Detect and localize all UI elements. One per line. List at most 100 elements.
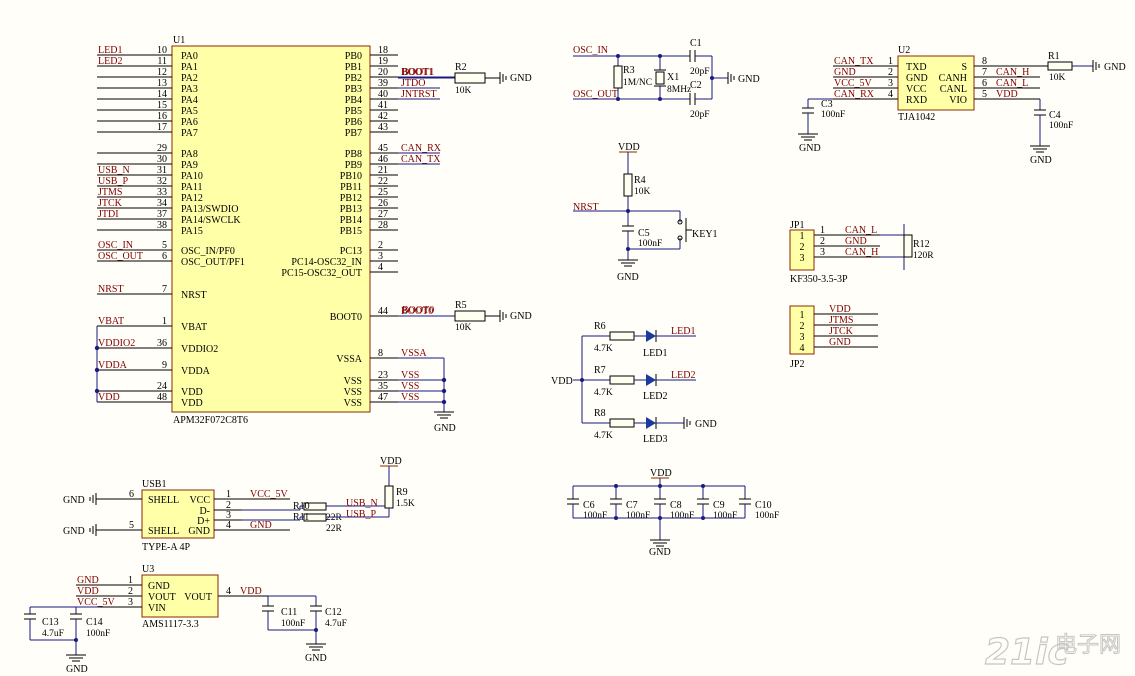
pin-name: PB0 bbox=[345, 51, 362, 62]
pin-number: 47 bbox=[378, 392, 388, 403]
r3-ref: R3 bbox=[623, 65, 635, 76]
u3-part: AMS1117-3.3 bbox=[142, 619, 199, 630]
pin-number: 5 bbox=[162, 240, 167, 251]
pin-name: PA10 bbox=[181, 171, 203, 182]
c1-value: 20pF bbox=[690, 67, 710, 77]
u2-ref: U2 bbox=[898, 45, 910, 56]
pin-number: 3 bbox=[128, 597, 133, 608]
net-label: CAN_RX bbox=[834, 89, 875, 100]
pin-number: 1 bbox=[888, 56, 893, 67]
pin-number: 48 bbox=[157, 392, 167, 403]
jp1-part: KF350-3.5-3P bbox=[790, 274, 848, 285]
pin-name: GND bbox=[188, 526, 210, 537]
pin-name: PA15 bbox=[181, 226, 203, 237]
pin-number: 6 bbox=[129, 489, 134, 500]
gnd-label: GND bbox=[799, 143, 821, 154]
pin-number: 29 bbox=[157, 143, 167, 154]
u2-part: TJA1042 bbox=[898, 112, 935, 123]
decoupling-caps: VDD C6100nFC7100nFC8100nFC9100nFC10100nF… bbox=[567, 468, 779, 558]
pin-number: 21 bbox=[378, 165, 388, 176]
pin-name: VSS bbox=[344, 387, 362, 398]
net-label: VSS bbox=[401, 381, 419, 392]
pin-number: 31 bbox=[157, 165, 167, 176]
watermark-logo: 21ic 电子网 bbox=[984, 631, 1121, 673]
net-label: VBAT bbox=[98, 316, 124, 327]
r5-value: 10K bbox=[455, 323, 472, 333]
pin-name: 1 bbox=[800, 231, 805, 242]
gnd-label: GND bbox=[434, 423, 456, 434]
pin-number: 28 bbox=[378, 220, 388, 231]
gnd-label: GND bbox=[649, 547, 671, 558]
vss-ground-bus: GND bbox=[398, 357, 456, 434]
pin-name: PB3 bbox=[345, 84, 362, 95]
pin-name: PA13/SWDIO bbox=[181, 204, 238, 215]
pin-name: CANL bbox=[940, 84, 967, 95]
c14-value: 100nF bbox=[86, 629, 110, 639]
net-label: VDD bbox=[996, 89, 1018, 100]
r12-body bbox=[903, 234, 913, 258]
pin-name: PA12 bbox=[181, 193, 203, 204]
led-circuit: VDD R6 4.7K LED1 LED1 R7 4.7K LED2 LED2 … bbox=[551, 321, 717, 445]
pin-number: 7 bbox=[982, 67, 987, 78]
net-led2: LED2 bbox=[671, 370, 695, 381]
pin-name: PB14 bbox=[340, 215, 362, 226]
usb1-connector: USB1 6SHELLGND5SHELLGND1VCCVCC_5V2D-3D+4… bbox=[63, 456, 415, 553]
led1-ref: LED1 bbox=[643, 348, 667, 359]
cap-ref: C7 bbox=[626, 500, 638, 511]
net-label: CAN_H bbox=[996, 67, 1029, 78]
net-label: GND bbox=[77, 575, 99, 586]
net-label: CAN_L bbox=[996, 78, 1028, 89]
gnd-symbol bbox=[1092, 60, 1100, 72]
pin-number: 35 bbox=[378, 381, 388, 392]
pin-number: 42 bbox=[378, 111, 388, 122]
net-label: OSC_OUT bbox=[98, 251, 143, 262]
cap-ref: C8 bbox=[670, 500, 682, 511]
pin-number: 3 bbox=[820, 247, 825, 258]
c3-value: 100nF bbox=[821, 110, 845, 120]
net-label: GND bbox=[845, 236, 867, 247]
pin-number: 4 bbox=[888, 89, 893, 100]
pin-number: 4 bbox=[226, 586, 231, 597]
x1-value: 8MHz bbox=[667, 85, 691, 95]
u1-ref: U1 bbox=[173, 35, 185, 46]
r2-ref: R2 bbox=[455, 62, 467, 73]
net-label: VSS bbox=[401, 370, 419, 381]
r2-value: 10K bbox=[455, 86, 472, 96]
net-label: LED2 bbox=[98, 56, 122, 67]
gnd-label: GND bbox=[738, 74, 760, 85]
pin-name: PB1 bbox=[345, 62, 362, 73]
r8-value: 4.7K bbox=[594, 431, 613, 441]
pin-name: VIO bbox=[949, 95, 967, 106]
pin-name: OSC_OUT/PF1 bbox=[181, 257, 245, 268]
net-nrst: NRST bbox=[573, 202, 599, 213]
pin-number: 2 bbox=[226, 500, 231, 511]
net-label: BOOT0 bbox=[401, 306, 433, 317]
u2-body bbox=[897, 55, 975, 111]
vdd-label: VDD bbox=[618, 142, 640, 153]
pin-number: 34 bbox=[157, 198, 167, 209]
watermark-text: 电子网 bbox=[1055, 633, 1121, 658]
net-label: USB_P bbox=[98, 176, 128, 187]
pin-number: 45 bbox=[378, 143, 388, 154]
pin-name: PB15 bbox=[340, 226, 362, 237]
